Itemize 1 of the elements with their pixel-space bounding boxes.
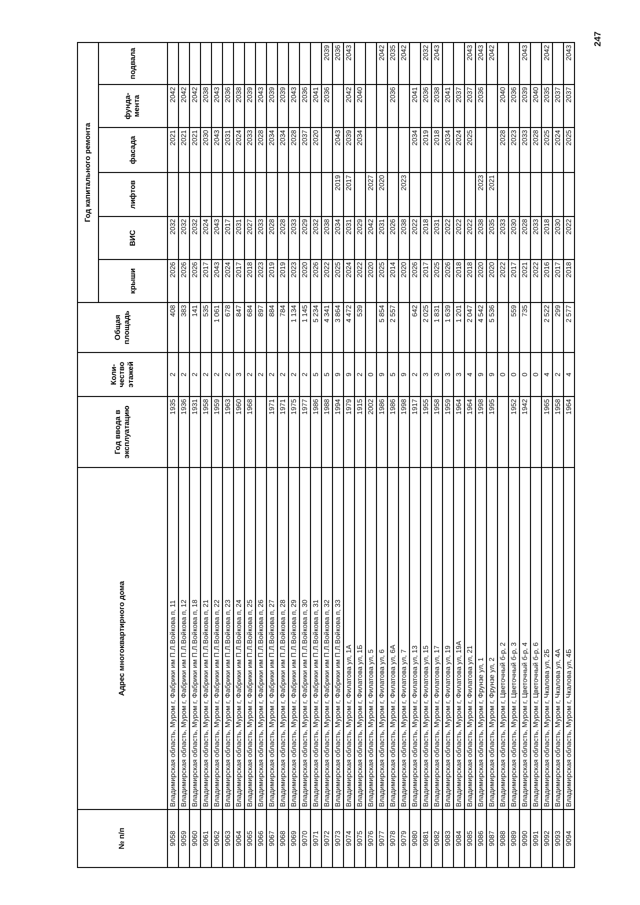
page-number: 247: [592, 31, 603, 47]
